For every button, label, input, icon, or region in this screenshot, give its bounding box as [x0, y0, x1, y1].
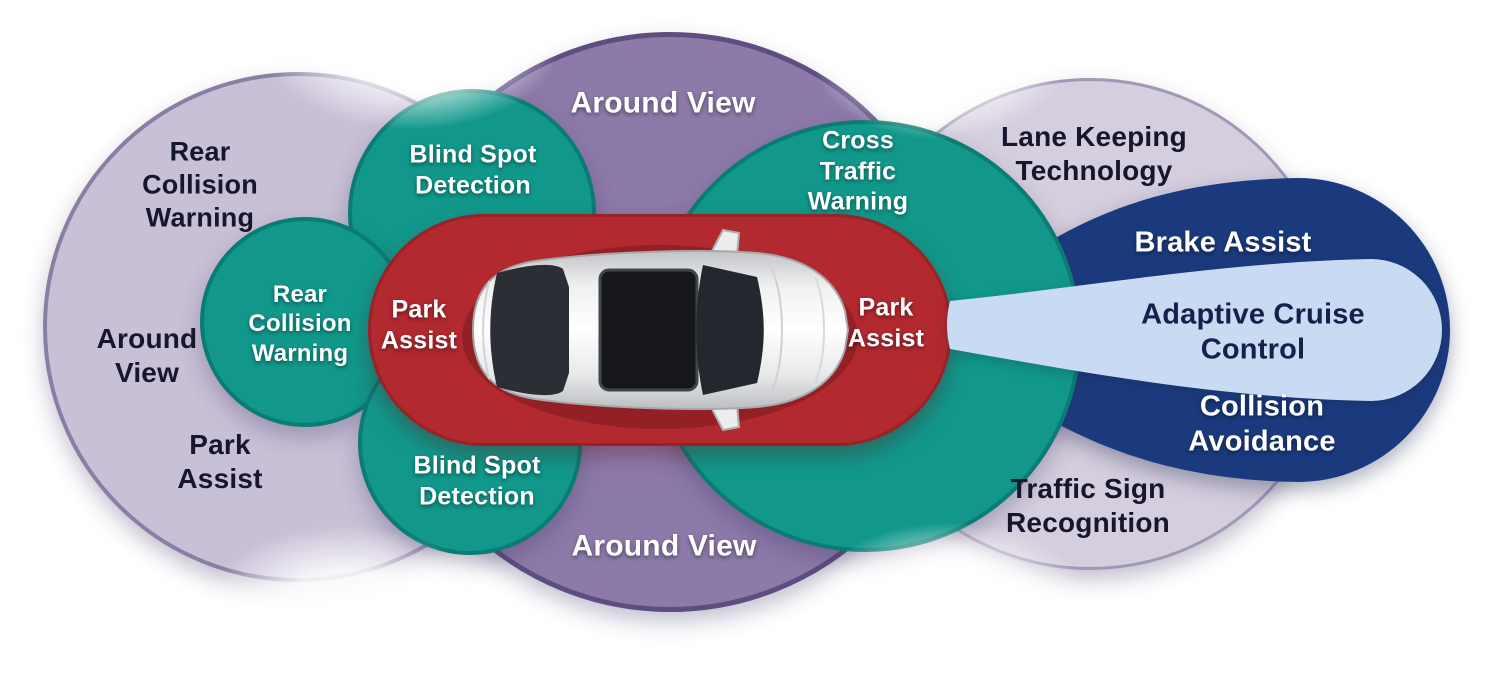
- car-sunroof: [598, 268, 699, 392]
- car-rear-window: [490, 264, 569, 396]
- label-traffic-sign-recognition: Traffic Sign Recognition: [1006, 472, 1170, 538]
- label-around-view-bottom: Around View: [571, 529, 757, 563]
- car-front-seam: [814, 276, 825, 384]
- label-around-view-left: Around View: [96, 322, 198, 388]
- label-rear-collision-warning-outer: Rear Collision Warning: [142, 136, 258, 233]
- label-blind-spot-bottom: Blind Spot Detection: [413, 451, 541, 511]
- label-park-assist-outer: Park Assist: [177, 428, 263, 494]
- car-windshield: [696, 265, 764, 395]
- label-park-assist-front: Park Assist: [847, 293, 925, 353]
- label-adaptive-cruise-control: Adaptive Cruise Control: [1141, 298, 1365, 366]
- label-around-view-top: Around View: [570, 86, 756, 120]
- car-trunk-seam: [482, 280, 490, 380]
- label-lane-keeping-technology: Lane Keeping Technology: [1001, 120, 1187, 186]
- label-cross-traffic-warning: Cross Traffic Warning: [807, 126, 909, 216]
- car-top-view-icon: [462, 228, 858, 432]
- car-hood-seam: [766, 260, 783, 400]
- adaptive-cruise-shape: [947, 259, 1442, 401]
- label-rear-collision-warning-inner: Rear Collision Warning: [248, 281, 352, 367]
- label-blind-spot-top: Blind Spot Detection: [409, 140, 537, 200]
- label-brake-assist: Brake Assist: [1134, 226, 1312, 259]
- label-collision-avoidance: Collision Avoidance: [1188, 390, 1336, 458]
- label-park-assist-rear: Park Assist: [380, 295, 458, 355]
